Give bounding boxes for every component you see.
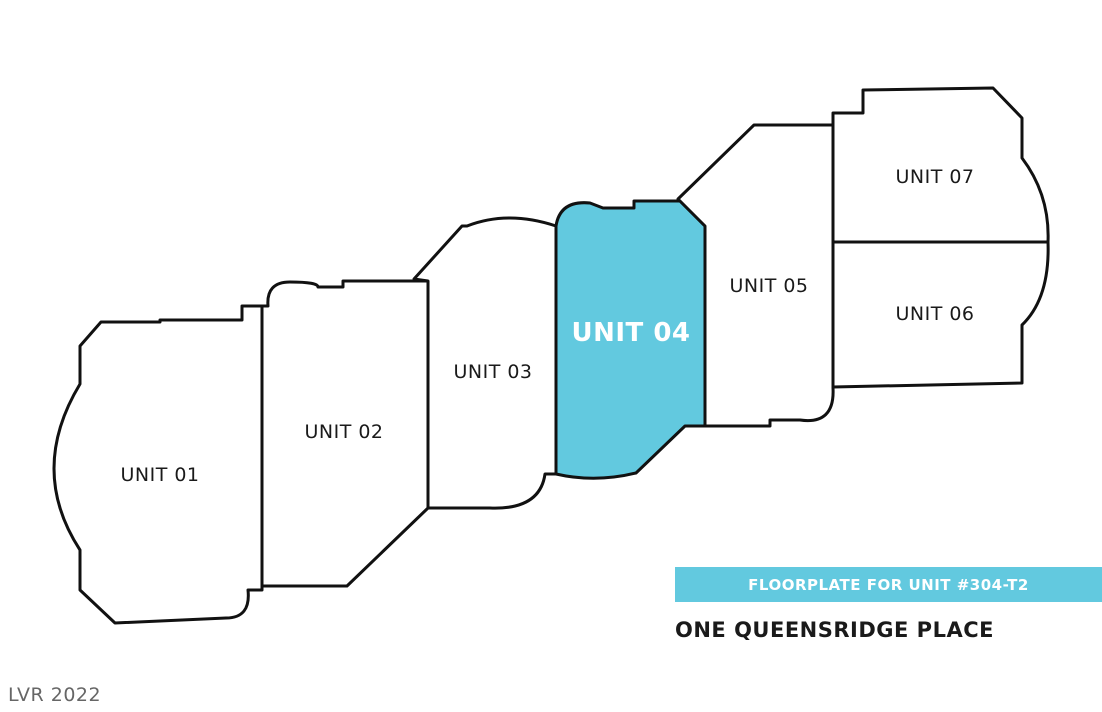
unit-05-label: UNIT 05: [729, 275, 808, 297]
floorplate-banner: FLOORPLATE FOR UNIT #304-T2: [675, 567, 1102, 602]
unit-06-shape[interactable]: [831, 240, 1050, 389]
building-name: ONE QUEENSRIDGE PLACE: [675, 618, 994, 642]
unit-02-label: UNIT 02: [304, 421, 383, 443]
watermark: LVR 2022: [8, 684, 102, 706]
unit-02-shape[interactable]: [260, 279, 430, 588]
unit-03-label: UNIT 03: [453, 361, 532, 383]
unit-01-shape[interactable]: [52, 304, 264, 625]
unit-01-label: UNIT 01: [120, 464, 199, 486]
unit-07-shape[interactable]: [831, 86, 1050, 244]
unit-04-label: UNIT 04: [571, 318, 690, 348]
unit-07-label: UNIT 07: [895, 166, 974, 188]
unit-06-label: UNIT 06: [895, 303, 974, 325]
